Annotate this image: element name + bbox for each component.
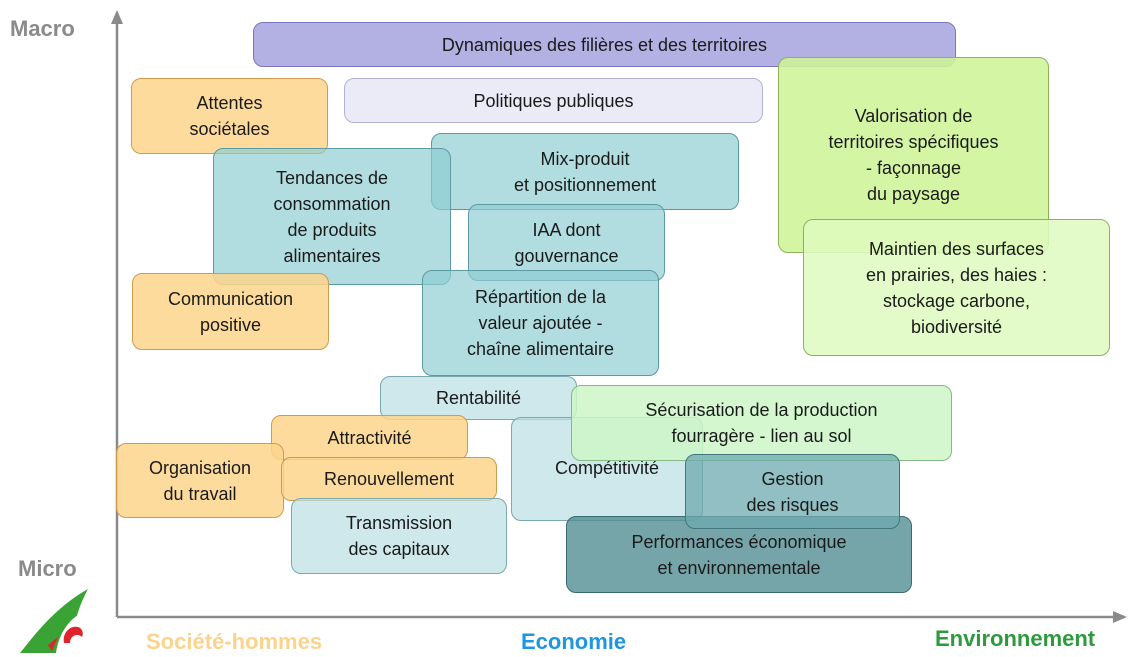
box-attractivite: Attractivité <box>271 415 468 460</box>
box-dynamiques: Dynamiques des filières et des territoir… <box>253 22 956 67</box>
y-axis-top-label: Macro <box>10 16 75 41</box>
category-environment: Environnement <box>935 626 1096 651</box>
box-repartition: Répartition de la valeur ajoutée - chaîn… <box>422 270 659 376</box>
box-communication: Communication positive <box>132 273 329 350</box>
box-maintien: Maintien des surfaces en prairies, des h… <box>803 219 1110 356</box>
category-society: Société-hommes <box>146 629 323 654</box>
y-axis-bottom-label: Micro <box>18 556 77 581</box>
box-attentes: Attentes sociétales <box>131 78 328 154</box>
box-securisation: Sécurisation de la production fourragère… <box>571 385 952 461</box>
box-tendances: Tendances de consommation de produits al… <box>213 148 451 285</box>
box-transmission: Transmission des capitaux <box>291 498 507 574</box>
chamber-agriculture-logo-icon <box>20 589 88 653</box>
box-politiques: Politiques publiques <box>344 78 763 123</box>
box-renouvellement: Renouvellement <box>281 457 497 501</box>
box-rentabilite: Rentabilité <box>380 376 577 420</box>
box-organisation: Organisation du travail <box>116 443 284 518</box>
box-gestion: Gestion des risques <box>685 454 900 529</box>
category-economy: Economie <box>521 629 627 654</box>
box-iaa: IAA dont gouvernance <box>468 204 665 281</box>
box-mix: Mix-produit et positionnement <box>431 133 739 210</box>
